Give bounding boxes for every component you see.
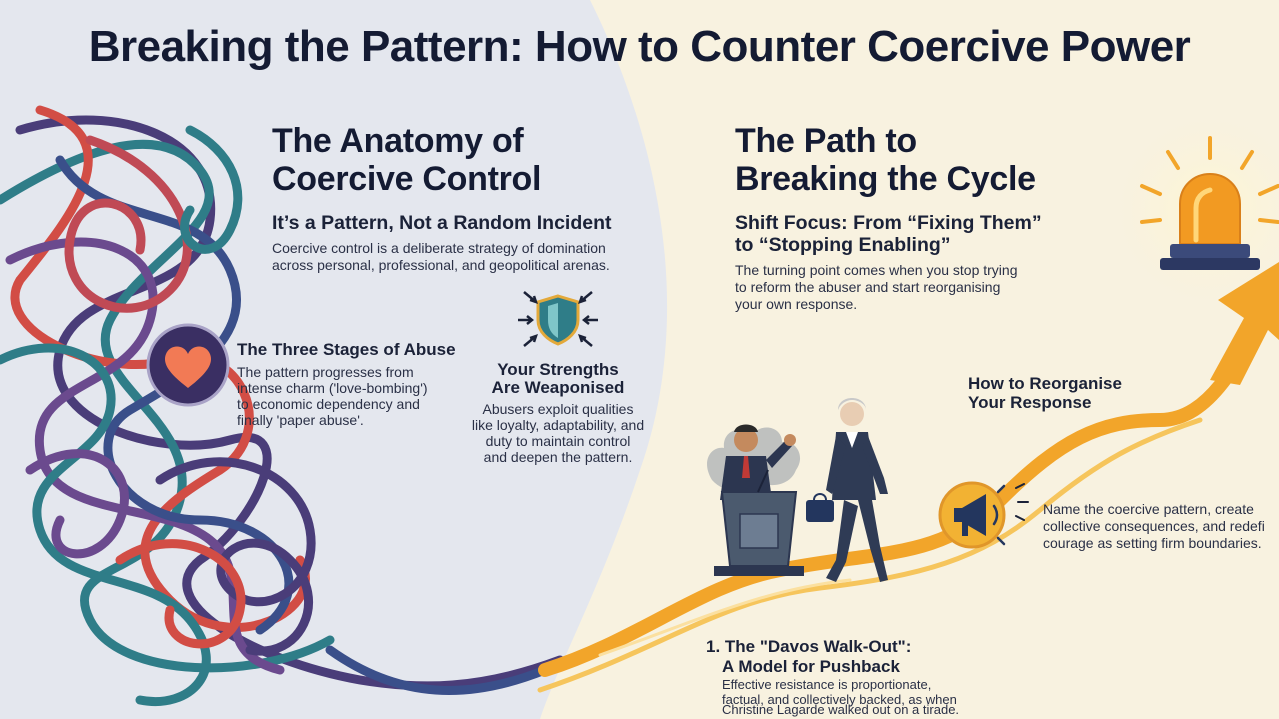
reorganise-heading-line2: Your Response [968,393,1092,412]
path-title-line2: Breaking the Cycle [735,160,1036,198]
anatomy-subtitle: It’s a Pattern, Not a Random Incident [272,212,612,234]
anatomy-body-line1: Coercive control is a deliberate strateg… [272,240,606,256]
anatomy-title-line2: Coercive Control [272,160,542,198]
davos-line3: Christine Lagarde walked out on a tirade… [722,702,960,717]
strengths-line1: Abusers exploit qualities [482,401,634,417]
path-subtitle-line2: to “Stopping Enabling” [735,234,951,256]
stages-line2: intense charm ('love-bombing') [237,380,428,396]
path-body-line2: to reform the abuser and start reorganis… [735,279,1001,295]
anatomy-title-line1: The Anatomy of [272,122,524,160]
strengths-line4: and deepen the pattern. [483,449,633,465]
strengths-line3: duty to maintain control [485,433,631,449]
page-title: Breaking the Pattern: How to Counter Coe… [88,22,1191,71]
davos-line1: Effective resistance is proportionate, [722,677,932,692]
strengths-heading-line1: Your Strengths [497,360,619,379]
davos-heading-line2: A Model for Pushback [722,657,900,676]
stages-line3: to economic dependency and [237,396,420,412]
strengths-heading-line2: Are Weaponised [491,378,625,397]
stages-line1: The pattern progresses from [237,364,414,380]
path-body-line1: The turning point comes when you stop tr… [735,262,1018,278]
davos-heading-line1: 1. The "Davos Walk-Out": [706,637,912,656]
path-body-line3: your own response. [735,296,858,312]
reorganise-line3: courage as setting firm boundaries. [1043,535,1262,551]
davos-line2: factual, and collectively backed, as whe… [722,692,957,707]
path-title-line1: The Path to [735,122,917,160]
reorganise-heading-line1: How to Reorganise [968,374,1122,393]
path-subtitle-line1: Shift Focus: From “Fixing Them” [735,212,1042,234]
reorganise-line1: Name the coercive pattern, create [1043,501,1254,517]
stages-line4: finally 'paper abuse'. [237,412,364,428]
strengths-line2: like loyalty, adaptability, and [471,417,645,433]
stages-heading: The Three Stages of Abuse [237,340,456,359]
reorganise-line2: collective consequences, and redefi [1043,518,1265,534]
anatomy-body-line2: across personal, professional, and geopo… [272,257,610,273]
